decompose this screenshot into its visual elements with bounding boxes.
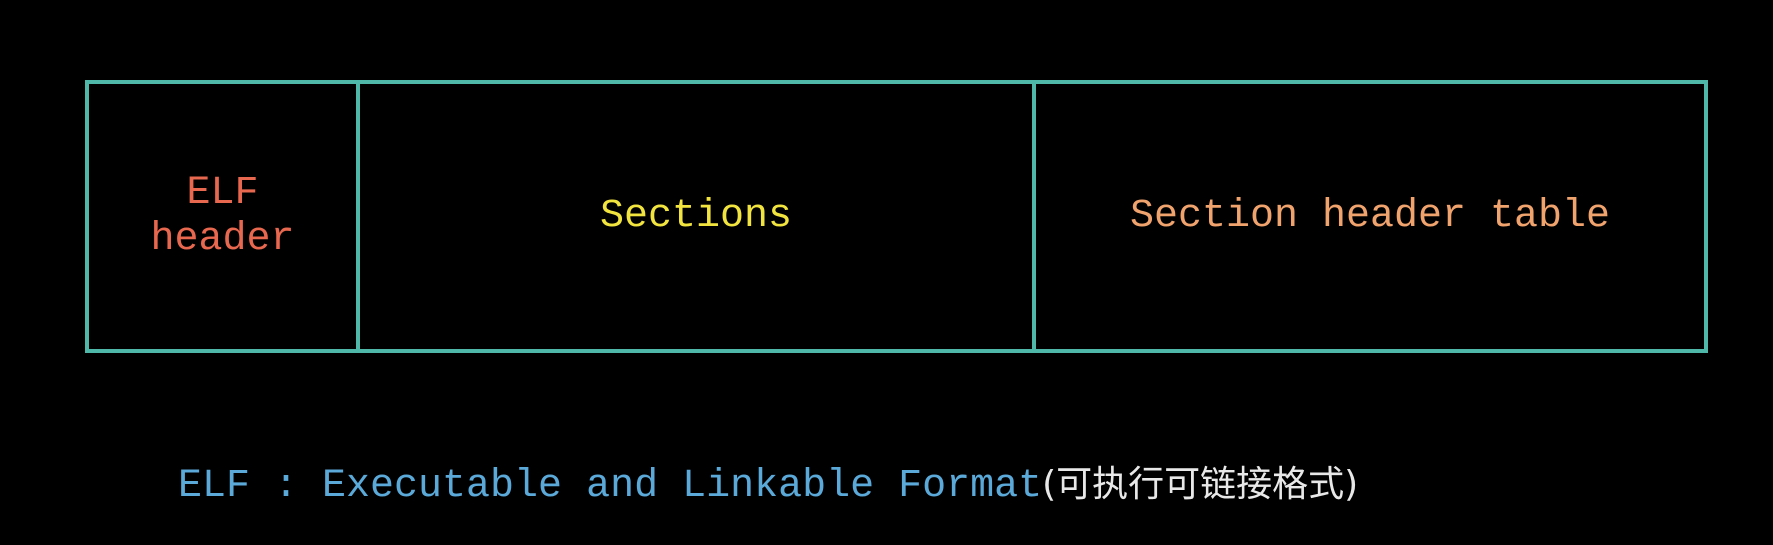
elf-layout-diagram: ELF header Sections Section header table <box>85 80 1708 353</box>
section-header-table-block: Section header table <box>1036 84 1704 349</box>
elf-header-block: ELF header <box>89 84 360 349</box>
elf-caption: ELF : Executable and Linkable Format(可执行… <box>178 462 1358 510</box>
section-header-table-label: Section header table <box>1129 193 1611 239</box>
sections-block: Sections <box>360 84 1036 349</box>
caption-english: ELF : Executable and Linkable Format <box>178 464 1043 509</box>
caption-chinese: (可执行可链接格式) <box>1042 464 1359 505</box>
elf-header-label: ELF header <box>150 170 295 262</box>
sections-label: Sections <box>599 193 793 239</box>
